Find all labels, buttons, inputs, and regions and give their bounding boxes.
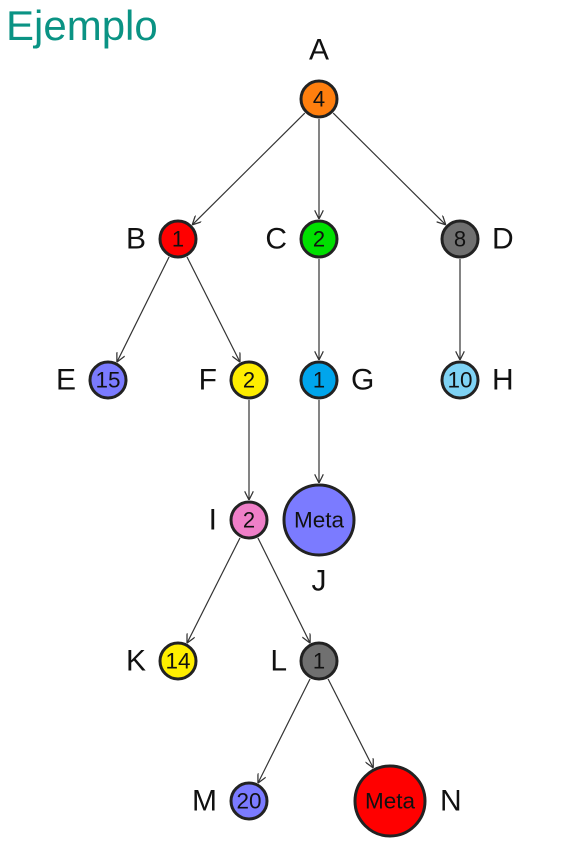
node-c: 2C (265, 219, 339, 259)
node-label: E (56, 364, 76, 397)
node-circle (440, 360, 480, 400)
node-circle (299, 79, 339, 119)
edge-l-m (258, 678, 311, 783)
node-h: 10 H (440, 360, 514, 400)
node-a: 4A (299, 34, 339, 119)
node-value: 2 (243, 368, 255, 393)
node-value: 4 (313, 87, 325, 112)
node-label: K (126, 645, 146, 678)
node-label: I (209, 504, 217, 537)
node-circle (353, 764, 427, 838)
edge-i-k (187, 537, 241, 643)
node-value: 10 (448, 368, 473, 393)
edge-a-d (332, 112, 446, 225)
node-label: C (265, 223, 287, 256)
node-k: 14 K (126, 641, 198, 681)
node-e: 15 E (56, 360, 128, 400)
node-circle (229, 781, 269, 821)
node-value: 2 (313, 227, 325, 252)
node-l: 1L (270, 641, 339, 681)
node-circle (440, 219, 480, 259)
node-circle (229, 360, 269, 400)
node-circle (299, 219, 339, 259)
node-label: N (440, 785, 462, 818)
node-value: 2 (243, 508, 255, 533)
node-label: L (270, 645, 287, 678)
edge-a-b (192, 112, 306, 225)
node-label: H (492, 364, 514, 397)
node-value: 20 (237, 789, 262, 814)
edge-b-e (117, 256, 170, 362)
edge-b-f (186, 256, 240, 362)
edge-i-l (257, 537, 310, 643)
node-circle (229, 500, 269, 540)
node-label: M (192, 785, 217, 818)
node-b: 1B (126, 219, 198, 259)
node-value: Meta (294, 508, 345, 533)
node-circle (299, 360, 339, 400)
node-label: D (492, 223, 514, 256)
node-label: A (309, 34, 329, 67)
node-value: 1 (172, 227, 184, 252)
node-value: 14 (166, 649, 191, 674)
node-value: 8 (454, 227, 466, 252)
node-i: 2I (209, 500, 269, 540)
node-circle (158, 641, 198, 681)
node-label: F (199, 364, 217, 397)
node-n: Meta N (353, 764, 462, 838)
node-circle (299, 641, 339, 681)
edge-l-n (327, 678, 373, 768)
node-label: J (312, 565, 327, 598)
node-m: 20 M (192, 781, 269, 821)
page-title: Ejemplo (6, 2, 158, 49)
node-value: 15 (96, 368, 121, 393)
node-circle (282, 483, 356, 557)
node-label: B (126, 223, 146, 256)
node-circle (158, 219, 198, 259)
node-value: Meta (365, 789, 416, 814)
node-f: 2F (199, 360, 269, 400)
node-circle (88, 360, 128, 400)
node-value: 1 (313, 649, 325, 674)
node-value: 1 (313, 368, 325, 393)
node-label: G (351, 364, 374, 397)
